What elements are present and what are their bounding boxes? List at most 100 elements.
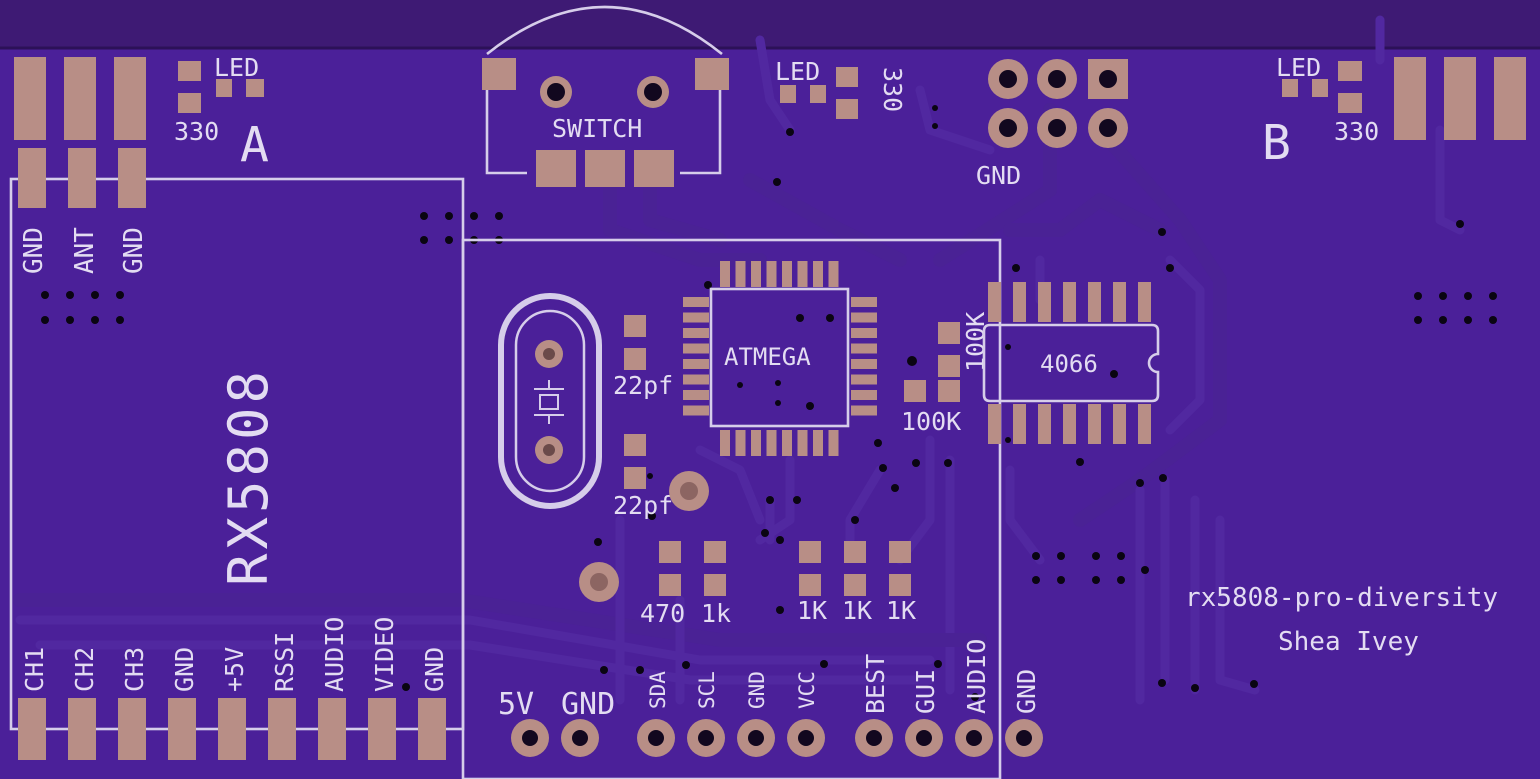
out-label-best: BEST xyxy=(861,654,890,714)
project-title: rx5808-pro-diversity xyxy=(1185,583,1498,613)
switch-pin-3 xyxy=(634,150,674,187)
i2c-label-gnd: GND xyxy=(745,671,769,709)
cap1-label: 22pf xyxy=(613,371,673,400)
gnd-header-label: GND xyxy=(976,161,1021,190)
pin-label-rssi: RSSI xyxy=(270,632,299,692)
ic-4066-pin-bottom xyxy=(1038,404,1051,444)
atmega-outline xyxy=(709,287,850,428)
rx5808-label: RX5808 xyxy=(217,367,280,586)
pin-label-gnd-2: GND xyxy=(420,647,449,692)
atmega-pin-top xyxy=(766,261,777,287)
pin-label-ant: ANT xyxy=(70,227,100,274)
vias xyxy=(41,105,1497,701)
res-100k-a-left xyxy=(904,380,926,402)
atmega-pin-right xyxy=(851,312,877,323)
crystal xyxy=(498,293,602,509)
switch-pad-left xyxy=(482,58,516,90)
pin-label-gnd-top-2: GND xyxy=(119,227,149,274)
led-a-resistor-label: 330 xyxy=(174,117,219,146)
out-label-audio: AUDIO xyxy=(962,639,991,714)
header-hole xyxy=(698,730,714,746)
atmega-pin-bottom xyxy=(828,430,839,456)
atmega-pin-bottom xyxy=(751,430,761,456)
switch-outline xyxy=(485,90,722,175)
header-hole xyxy=(648,730,664,746)
res-100k-b-label: 100K xyxy=(961,312,990,372)
header-hole xyxy=(1016,730,1032,746)
atmega-pin-left xyxy=(683,343,709,354)
led-a-label: LED xyxy=(214,53,259,82)
header-hole xyxy=(522,730,538,746)
res-100k-b-bottom xyxy=(938,355,960,377)
bottom-header-holes xyxy=(511,719,1043,757)
ic-4066-pin-bottom xyxy=(1063,404,1076,444)
right-antenna-pads xyxy=(1394,57,1526,140)
header-hole xyxy=(748,730,764,746)
ic-4066-pin-top xyxy=(1088,282,1101,322)
atmega-pin-top xyxy=(797,261,808,287)
led-mid-label: LED xyxy=(775,57,820,86)
led-b-letter: B xyxy=(1262,115,1291,171)
i2c-label-scl: SCL xyxy=(695,671,719,709)
ic-4066-pin-bottom xyxy=(1013,404,1026,444)
cap1-pad-bottom xyxy=(624,348,646,370)
ic-4066-pin-top xyxy=(988,282,1001,322)
led-mid-resistor-label: 330 xyxy=(878,67,907,112)
out-label-gui: GUI xyxy=(911,669,940,714)
atmega-pin-left xyxy=(683,328,709,338)
switch-label: SWITCH xyxy=(552,114,642,143)
led-a-pads xyxy=(178,61,264,113)
atmega-pin-bottom xyxy=(720,430,730,456)
header-hole xyxy=(916,730,932,746)
atmega-pin-top xyxy=(751,261,761,287)
pin-label-5v: +5V xyxy=(220,647,249,692)
ic-4066-pin-top xyxy=(1063,282,1076,322)
atmega-pin-left xyxy=(683,374,709,385)
ic-4066-pin-bottom xyxy=(1138,404,1151,444)
cap2-pad-bottom xyxy=(624,467,646,489)
atmega-pin-right xyxy=(851,297,877,307)
author-name: Shea Ivey xyxy=(1278,627,1419,657)
atmega-pads xyxy=(683,261,877,456)
pin-label-ch3: CH3 xyxy=(120,647,149,692)
header-hole xyxy=(866,730,882,746)
atmega-pin-left xyxy=(683,405,709,416)
led-b-pads xyxy=(1282,61,1362,113)
res-100k-a-label: 100K xyxy=(901,407,961,436)
atmega-pin-left xyxy=(683,312,709,323)
rx5808-bottom-pads xyxy=(18,698,446,760)
led-a-letter: A xyxy=(240,117,269,173)
led-b-label: LED xyxy=(1276,53,1321,82)
ic-4066-outline xyxy=(982,323,1160,403)
atmega-pin-right xyxy=(851,390,877,400)
rx5808-top-pads xyxy=(14,57,146,208)
switch-pin-2 xyxy=(585,150,625,187)
atmega-pin-right xyxy=(851,374,877,385)
header-hole xyxy=(572,730,588,746)
atmega-pin-top xyxy=(813,261,823,287)
diversity-outline xyxy=(461,238,1002,779)
atmega-pin-right xyxy=(851,359,877,369)
header-hole xyxy=(798,730,814,746)
atmega-label: ATMEGA xyxy=(724,343,811,371)
out-label-gnd: GND xyxy=(1012,669,1041,714)
switch-arc xyxy=(486,5,723,56)
cap1-pad-top xyxy=(624,315,646,337)
atmega-pin-left xyxy=(683,390,709,400)
res-1k-small-label: 1k xyxy=(701,599,731,628)
atmega-pin-right xyxy=(851,405,877,416)
i2c-label-sda: SDA xyxy=(646,671,670,709)
res-470-label: 470 xyxy=(640,599,685,628)
atmega-pin-top xyxy=(782,261,792,287)
ic-4066-pin-bottom xyxy=(988,404,1001,444)
led-b-resistor-label: 330 xyxy=(1334,117,1379,146)
i2c-label-vcc: VCC xyxy=(795,671,819,709)
ic-4066-pin-bottom xyxy=(1088,404,1101,444)
ic-4066-label: 4066 xyxy=(1040,350,1098,378)
ic-4066-pin-bottom xyxy=(1113,404,1126,444)
pin-label-gnd-top-1: GND xyxy=(19,227,49,274)
header-hole xyxy=(966,730,982,746)
atmega-pin-right xyxy=(851,343,877,354)
switch-pin-1 xyxy=(536,150,576,187)
